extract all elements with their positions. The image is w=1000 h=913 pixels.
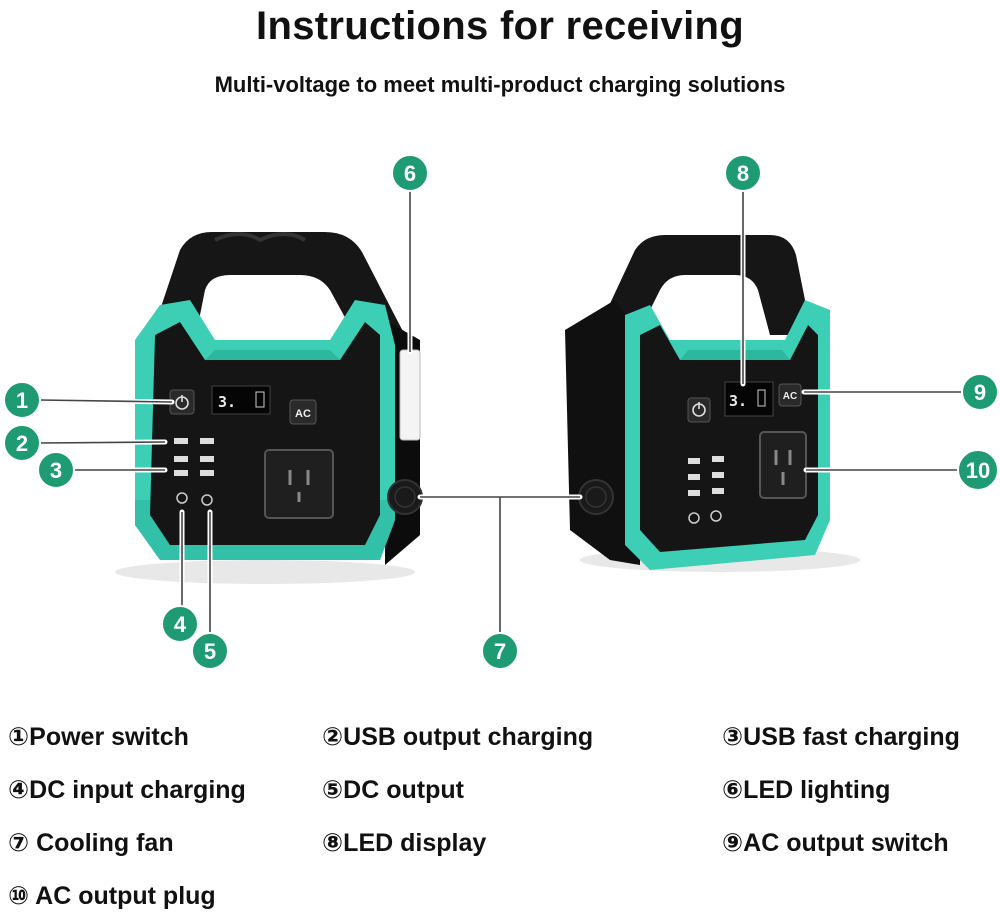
left-power-station: 3. AC [115,232,423,584]
svg-text:5: 5 [204,639,216,664]
right-dc-input-port [688,512,700,524]
svg-text:4: 4 [174,612,187,637]
left-ac-button[interactable] [289,399,317,425]
callout-badge-7: 7 [481,632,519,670]
left-led-display [211,385,271,415]
svg-text:7: 7 [494,639,506,664]
svg-text:8: 8 [737,161,749,186]
right-cooling-fan [578,479,614,515]
callout-badge-6: 6 [391,154,429,192]
svg-text:6: 6 [404,161,416,186]
legend-item-dc-input: ④DC input charging [8,776,246,804]
legend-item-usb-output: ②USB output charging [322,723,594,751]
left-led-light [399,349,421,441]
legend-item-power-switch: ①Power switch [8,723,189,751]
legend-item-ac-switch: ⑨AC output switch [722,829,949,857]
product-illustration: 3. AC [3,154,999,670]
right-power-station: 3. AC [565,235,860,572]
legend-item-led-lighting: ⑥LED lighting [722,776,891,804]
left-cooling-fan [387,479,423,515]
callout-badge-10: 10 [957,449,999,491]
page-subtitle: Multi-voltage to meet multi-product char… [214,72,786,97]
page-title: Instructions for receiving [256,4,744,48]
left-ac-label: AC [295,408,311,420]
callout-lines-dark [39,188,965,635]
callout-badge-4: 4 [161,605,199,643]
right-dc-output-port [710,510,722,522]
legend-item-dc-output: ⑤DC output [322,776,464,804]
right-ac-socket [759,431,807,499]
left-display-digits: 3. [218,393,236,411]
svg-text:3: 3 [50,458,62,483]
callout-badge-3: 3 [37,451,75,489]
left-dc-input-port [176,492,188,504]
callout-badge-2: 2 [3,424,41,462]
right-handle [600,235,812,335]
legend-item-led-display: ⑧LED display [322,829,487,857]
right-usb-ports [688,456,724,496]
left-ac-socket [264,449,334,519]
svg-text:2: 2 [16,431,28,456]
callout-badge-5: 5 [191,632,229,670]
legend-item-cooling-fan: ⑦ Cooling fan [8,829,174,857]
callout-badge-8: 8 [724,154,762,192]
right-ac-button[interactable] [778,383,802,407]
right-display-digits: 3. [729,392,747,410]
callout-badge-9: 9 [961,373,999,411]
legend-item-usb-fast: ③USB fast charging [722,723,960,751]
left-dc-output-port [201,494,213,506]
svg-text:10: 10 [966,458,990,483]
right-power-button[interactable] [687,397,711,423]
left-usb-ports [174,438,214,476]
svg-text:1: 1 [16,388,28,413]
right-ac-label: AC [783,391,797,402]
feature-legend: ①Power switch ②USB output charging ③USB … [0,712,1000,912]
svg-text:9: 9 [974,380,986,405]
callout-badge-1: 1 [3,381,41,419]
legend-item-ac-plug: ⑩ AC output plug [8,882,216,910]
